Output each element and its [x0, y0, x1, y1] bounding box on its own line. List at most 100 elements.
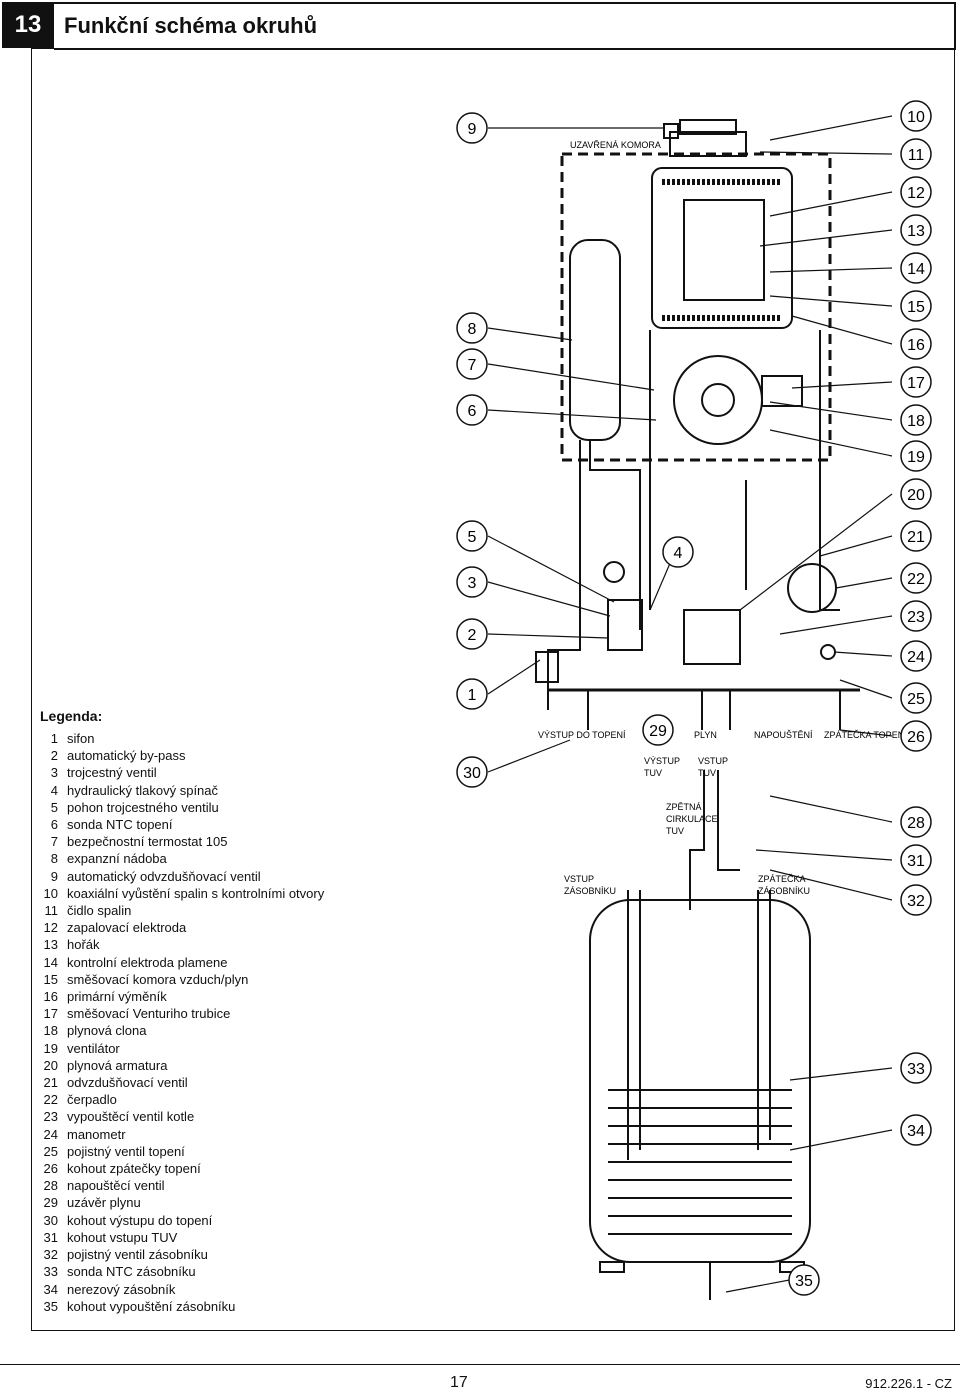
legend-item-label: koaxiální vyůstění spalin s kontrolními …: [67, 885, 325, 901]
legend-item-label: trojcestný ventil: [67, 765, 157, 781]
pipe-heating-out: [547, 440, 581, 710]
legend-item-label: odvzdušňovací ventil: [67, 1075, 188, 1091]
callout-number: 5: [468, 529, 477, 546]
legend-item-label: automatický by-pass: [67, 748, 186, 764]
legend-item-number: 25: [43, 1143, 58, 1159]
callout-number: 18: [907, 413, 925, 430]
label-zpatecka-zas-2: ZÁSOBNÍKU: [758, 886, 810, 896]
callout-circle: [788, 1264, 820, 1296]
callout-circle: [456, 678, 488, 710]
legend-item-number: 19: [43, 1040, 58, 1056]
callout-circle: [900, 404, 932, 436]
legend-item-label: hydraulický tlakový spínač: [67, 782, 219, 798]
callout-number: 16: [907, 337, 925, 354]
callout-circle: [900, 806, 932, 838]
legend-item-label: uzávěr plynu: [67, 1195, 141, 1211]
primary-heat-exchanger: [651, 167, 793, 329]
label-zpatecka-zas-1: ZPÁTEČKA: [758, 874, 806, 884]
callout-number: 19: [907, 449, 925, 466]
legend-item-number: 34: [43, 1281, 58, 1297]
legend-item-label: expanzní nádoba: [67, 851, 167, 867]
legend-item-label: čerpadlo: [67, 1092, 117, 1108]
label-vstup-zas-2: ZÁSOBNÍKU: [564, 886, 616, 896]
callout-circle: [900, 884, 932, 916]
footer-rule: [0, 1364, 960, 1365]
legend-item-label: plynová armatura: [67, 1057, 168, 1073]
callout-circle: [900, 1052, 932, 1084]
chamber-label: UZAVŘENÁ KOMORA: [570, 140, 661, 150]
label-zpetna-1: ZPĚTNÁ: [666, 802, 702, 812]
legend-item-label: kohout výstupu do topení: [67, 1212, 213, 1228]
circuit-diagram: UZAVŘENÁ KOMORA VÝSTUP DO TOPENÍ PLYN NA…: [440, 90, 940, 1320]
callout-circle: [900, 520, 932, 552]
legend-item-label: primární výměník: [67, 989, 167, 1005]
callout-circle: [900, 478, 932, 510]
leader-lines: [487, 115, 893, 1293]
legend-item-label: sonda NTC topení: [67, 817, 173, 833]
callout-circle: [456, 618, 488, 650]
legend-item-number: 21: [43, 1075, 58, 1091]
callout-number: 32: [907, 893, 925, 910]
legend-item-number: 4: [50, 782, 58, 798]
legend-item-label: kohout vypouštění zásobníku: [67, 1298, 236, 1314]
legend-item-label: kohout zpátečky topení: [67, 1161, 201, 1177]
callout-number: 9: [468, 121, 477, 138]
callout-circle: [900, 562, 932, 594]
legend-item-number: 17: [43, 1006, 58, 1022]
legend-item-label: kohout vstupu TUV: [67, 1229, 178, 1245]
legend-item-number: 24: [43, 1126, 58, 1142]
callout-circle: [900, 440, 932, 472]
expansion-vessel: [569, 239, 621, 441]
callout-circle: [900, 844, 932, 876]
label-vystup-do-topeni: VÝSTUP DO TOPENÍ: [538, 730, 626, 740]
legend-item-label: směšovací komora vzduch/plyn: [67, 971, 249, 987]
legend-item-label: pojistný ventil zásobníku: [67, 1247, 208, 1263]
legend-item-number: 5: [50, 799, 58, 815]
sealed-chamber-outline: [560, 152, 832, 462]
exhaust-flue: [669, 131, 747, 157]
callout-circle: [456, 312, 488, 344]
legend-item-number: 28: [43, 1178, 58, 1194]
legend-item-label: pojistný ventil topení: [67, 1143, 185, 1159]
callout-number: 15: [907, 299, 925, 316]
legend-item-label: kontrolní elektroda plamene: [67, 954, 228, 970]
legend-item: 30 kohout výstupu do topení: [40, 1212, 440, 1229]
callout-circle: [456, 756, 488, 788]
callout-number: 7: [468, 357, 477, 374]
legend-item-number: 15: [43, 971, 58, 987]
content-frame: [31, 48, 955, 1331]
document-code: 912.226.1 - CZ: [865, 1376, 952, 1391]
label-napousteni: NAPOUŠTĚNÍ: [754, 730, 813, 740]
tank-foot-left: [599, 1261, 625, 1273]
callout-number: 14: [907, 261, 925, 278]
callout-number: 11: [908, 147, 925, 164]
legend-item-label: automatický odvzdušňovací ventil: [67, 868, 261, 884]
legend-item: 21 odvzdušňovací ventil: [40, 1074, 440, 1091]
callout-number: 35: [795, 1273, 813, 1290]
legend-item-number: 30: [43, 1212, 58, 1228]
callout-group: 9876532130101112131415161718192021222324…: [456, 100, 932, 1296]
callout-circle: [456, 112, 488, 144]
legend-item-number: 3: [50, 765, 58, 781]
legend-item-number: 18: [43, 1023, 58, 1039]
legend-item-number: 33: [43, 1264, 58, 1280]
legend-item-number: 29: [43, 1195, 58, 1211]
legend-item: 3 trojcestný ventil: [40, 764, 440, 781]
callout-circle: [900, 682, 932, 714]
callout-number: 33: [907, 1061, 925, 1078]
venturi: [761, 375, 803, 407]
